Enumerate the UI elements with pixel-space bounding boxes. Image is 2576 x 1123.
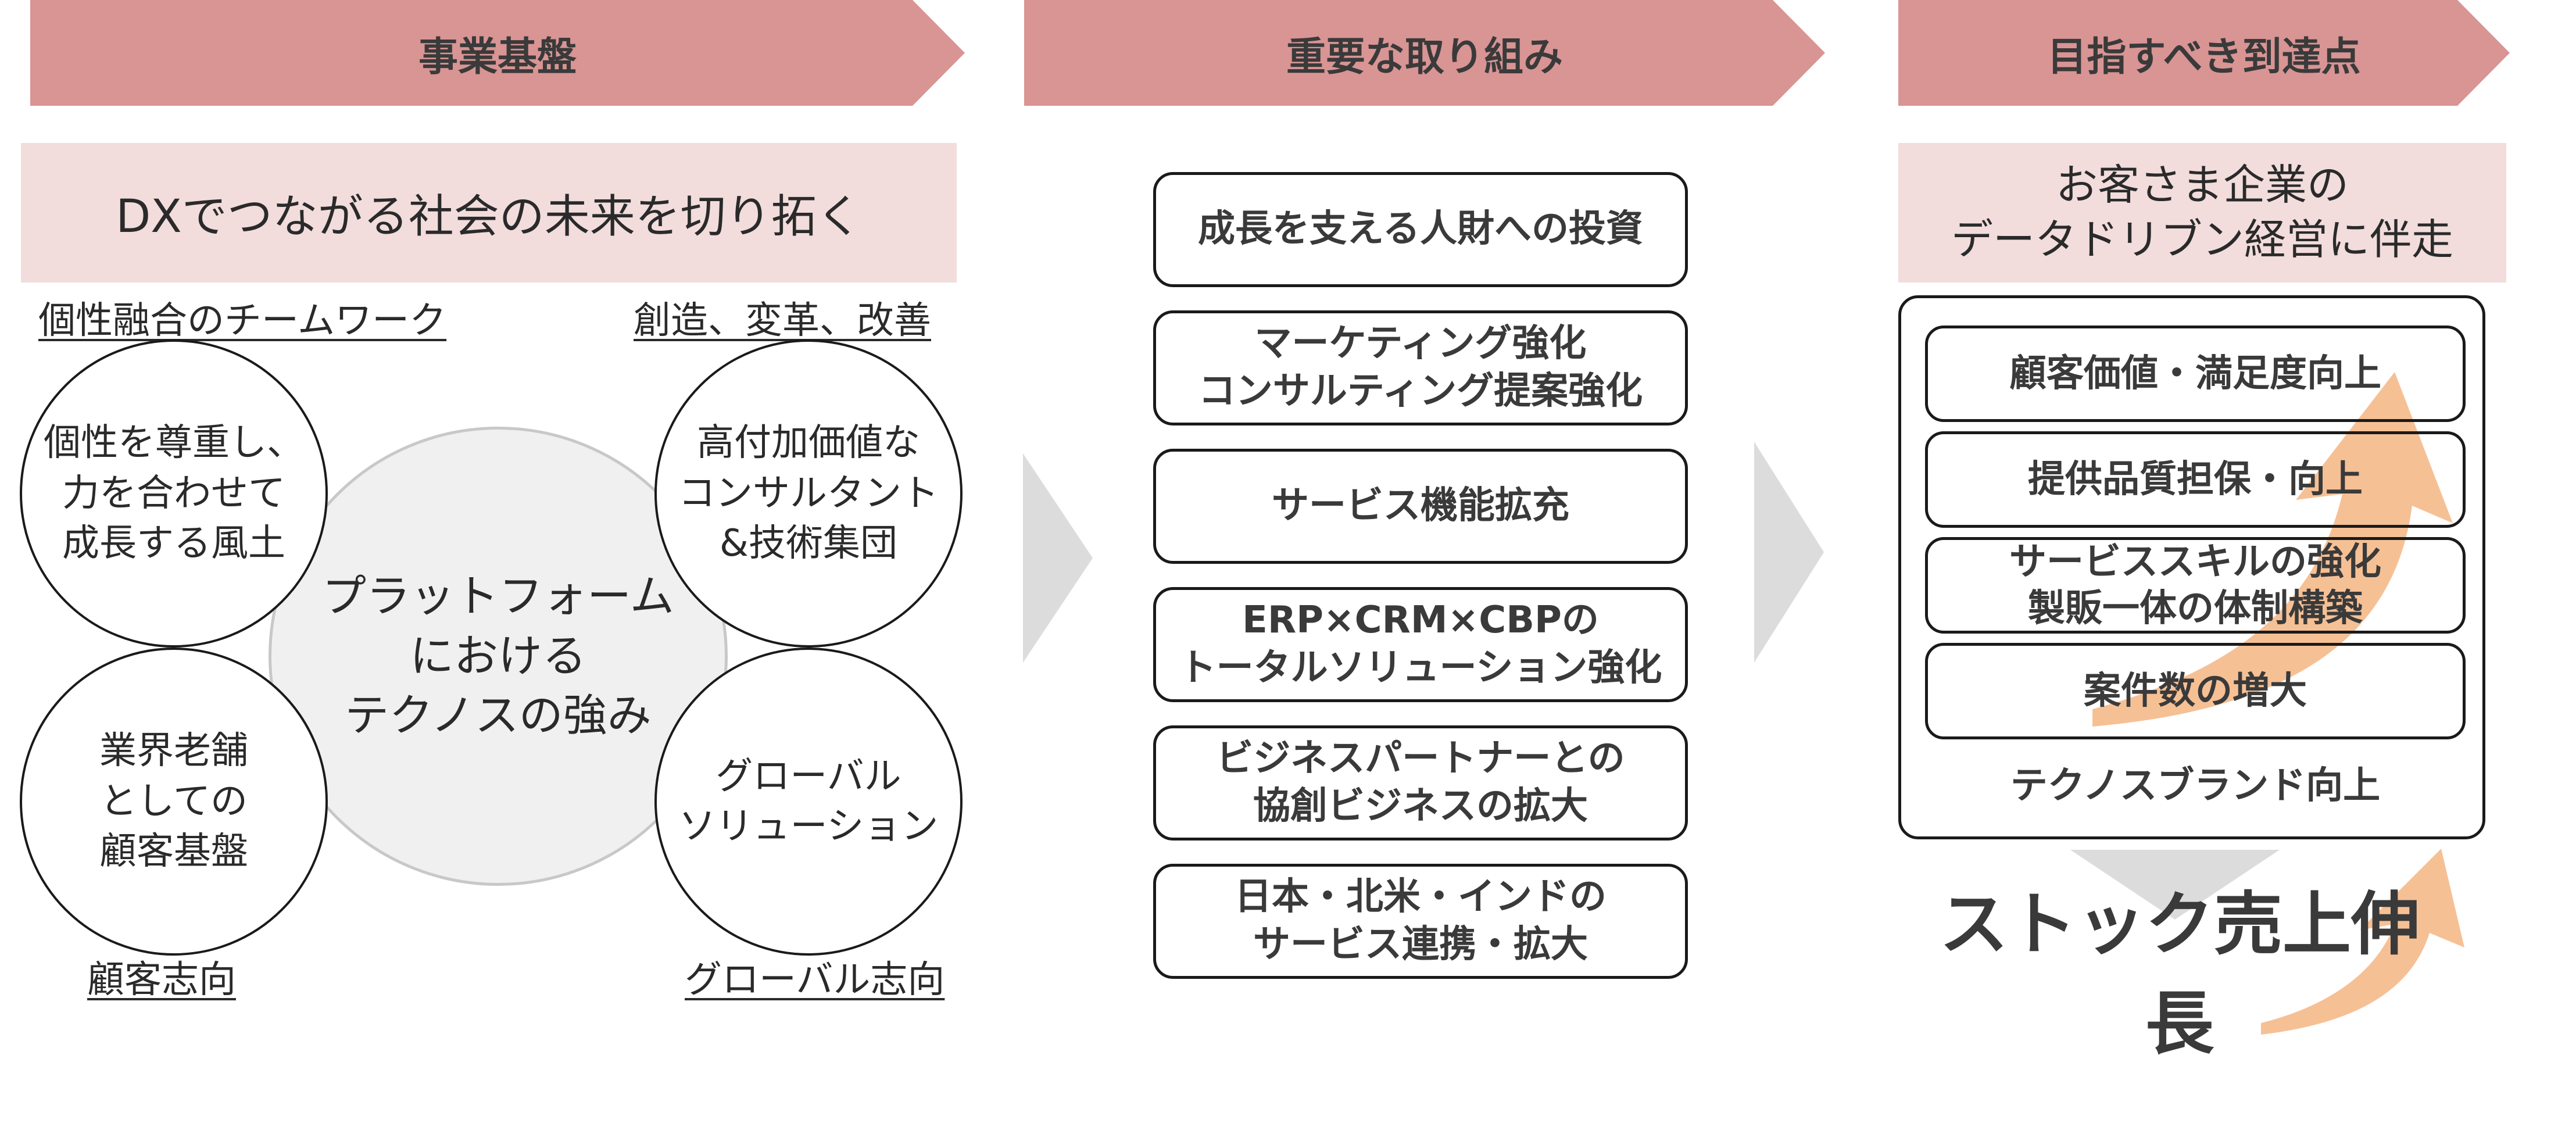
goal-item-text: 提供品質担保・向上 [2028, 458, 2363, 501]
initiative-item-text: 日本・北米・インドの サービス連携・拡大 [1235, 875, 1607, 966]
circle-consultants-text: 高付加価値な コンサルタント &技術集団 [678, 421, 939, 566]
circle-customer-base: 業界老舗 としての 顧客基盤 [20, 648, 328, 956]
goal-item-text: 案件数の増大 [2084, 670, 2307, 713]
label-customer-oriented: 顧客志向 [87, 959, 236, 1002]
initiative-item: ERP×CRM×CBPの トータルソリューション強化 [1153, 587, 1688, 702]
label-global-oriented: グローバル志向 [685, 959, 945, 1002]
flow-arrow-2 [1754, 442, 1824, 663]
growth-arrow-lower [2261, 849, 2464, 1035]
stock-revenue-growth-text: ストック売上伸長 [1939, 884, 2420, 1064]
initiative-item-text: サービス機能拡充 [1272, 484, 1569, 528]
foundation-banner-text: DXでつながる社会の未来を切り拓く [116, 191, 862, 243]
brand-improvement: テクノスブランド向上 [1925, 748, 2466, 817]
header-goals-label: 目指すべき到達点 [2047, 34, 2361, 80]
label-teamwork: 個性融合のチームワーク [38, 299, 447, 342]
circle-consultants: 高付加価値な コンサルタント &技術集団 [654, 339, 963, 648]
goal-item-text: 顧客価値・満足度向上 [2009, 352, 2381, 395]
goal-item: 案件数の増大 [1925, 643, 2466, 739]
initiative-item: 日本・北米・インドの サービス連携・拡大 [1153, 864, 1688, 979]
flow-arrow-1 [1023, 453, 1093, 663]
goal-item-text: サービススキルの強化 製販一体の体制構築 [2009, 541, 2381, 630]
initiative-item-text: ERP×CRM×CBPの トータルソリューション強化 [1179, 599, 1662, 689]
growth-arrow-upper [2092, 372, 2453, 727]
stock-revenue-growth: ストック売上伸長 [1918, 884, 2441, 1064]
initiative-item: マーケティング強化 コンサルティング提案強化 [1153, 310, 1688, 425]
growth-arrow-upper-shape [2092, 372, 2453, 727]
goals-banner-text: お客さま企業の データドリブン経営に伴走 [1951, 160, 2453, 264]
circle-culture-text: 個性を尊重し、 力を合わせて 成長する風土 [44, 421, 304, 566]
circle-customer-base-text: 業界老舗 としての 顧客基盤 [99, 729, 248, 874]
initiative-item: サービス機能拡充 [1153, 449, 1688, 564]
initiative-item-text: マーケティング強化 コンサルティング提案強化 [1198, 322, 1643, 413]
goals-outer-box [1898, 295, 2485, 839]
foundation-banner: DXでつながる社会の未来を切り拓く [21, 143, 957, 282]
initiative-item: 成長を支える人財への投資 [1153, 172, 1688, 287]
circle-global: グローバル ソリューション [654, 648, 963, 956]
header-goals: 目指すべき到達点 [1898, 0, 2510, 106]
goals-banner: お客さま企業の データドリブン経営に伴走 [1898, 143, 2506, 282]
header-foundation-label: 事業基盤 [418, 34, 577, 80]
initiative-item-text: 成長を支える人財への投資 [1197, 208, 1644, 251]
goal-item: 提供品質担保・向上 [1925, 431, 2466, 528]
label-creation: 創造、変革、改善 [634, 299, 931, 342]
header-initiatives-label: 重要な取り組み [1286, 34, 1563, 80]
goal-item: サービススキルの強化 製販一体の体制構築 [1925, 537, 2466, 634]
header-foundation: 事業基盤 [30, 0, 965, 106]
circle-culture: 個性を尊重し、 力を合わせて 成長する風土 [20, 339, 328, 648]
initiative-item-text: ビジネスパートナーとの 協創ビジネスの拡大 [1216, 737, 1625, 828]
initiative-item: ビジネスパートナーとの 協創ビジネスの拡大 [1153, 725, 1688, 841]
growth-arrow-lower-shape [2261, 849, 2464, 1035]
header-initiatives: 重要な取り組み [1024, 0, 1825, 106]
platform-strength-circle: プラットフォーム における テクノスの強み [269, 427, 728, 886]
platform-strength-text: プラットフォーム における テクノスの強み [322, 570, 674, 742]
brand-improvement-text: テクノスブランド向上 [2010, 764, 2381, 807]
circle-global-text: グローバル ソリューション [678, 754, 939, 848]
goal-item: 顧客価値・満足度向上 [1925, 326, 2466, 422]
